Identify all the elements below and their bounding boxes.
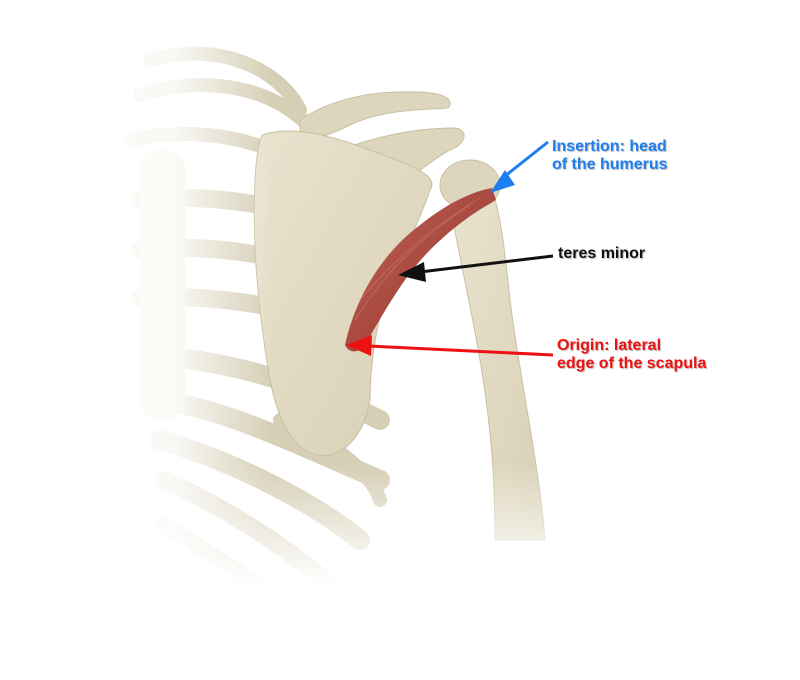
insertion-label: Insertion: head of the humerus [552, 138, 668, 174]
origin-arrow-icon [346, 335, 554, 357]
muscle-label: teres minor [558, 245, 645, 263]
origin-label: Origin: lateral edge of the scapula [557, 337, 706, 373]
insertion-arrow-icon [490, 140, 549, 193]
origin-label-line1: Origin: lateral [557, 337, 662, 354]
insertion-label-line2: of the humerus [552, 156, 668, 173]
muscle-label-text: teres minor [558, 245, 646, 262]
origin-label-line2: edge of the scapula [557, 355, 707, 372]
muscle-arrow-icon [398, 254, 554, 282]
insertion-label-line1: Insertion: head [552, 138, 667, 155]
